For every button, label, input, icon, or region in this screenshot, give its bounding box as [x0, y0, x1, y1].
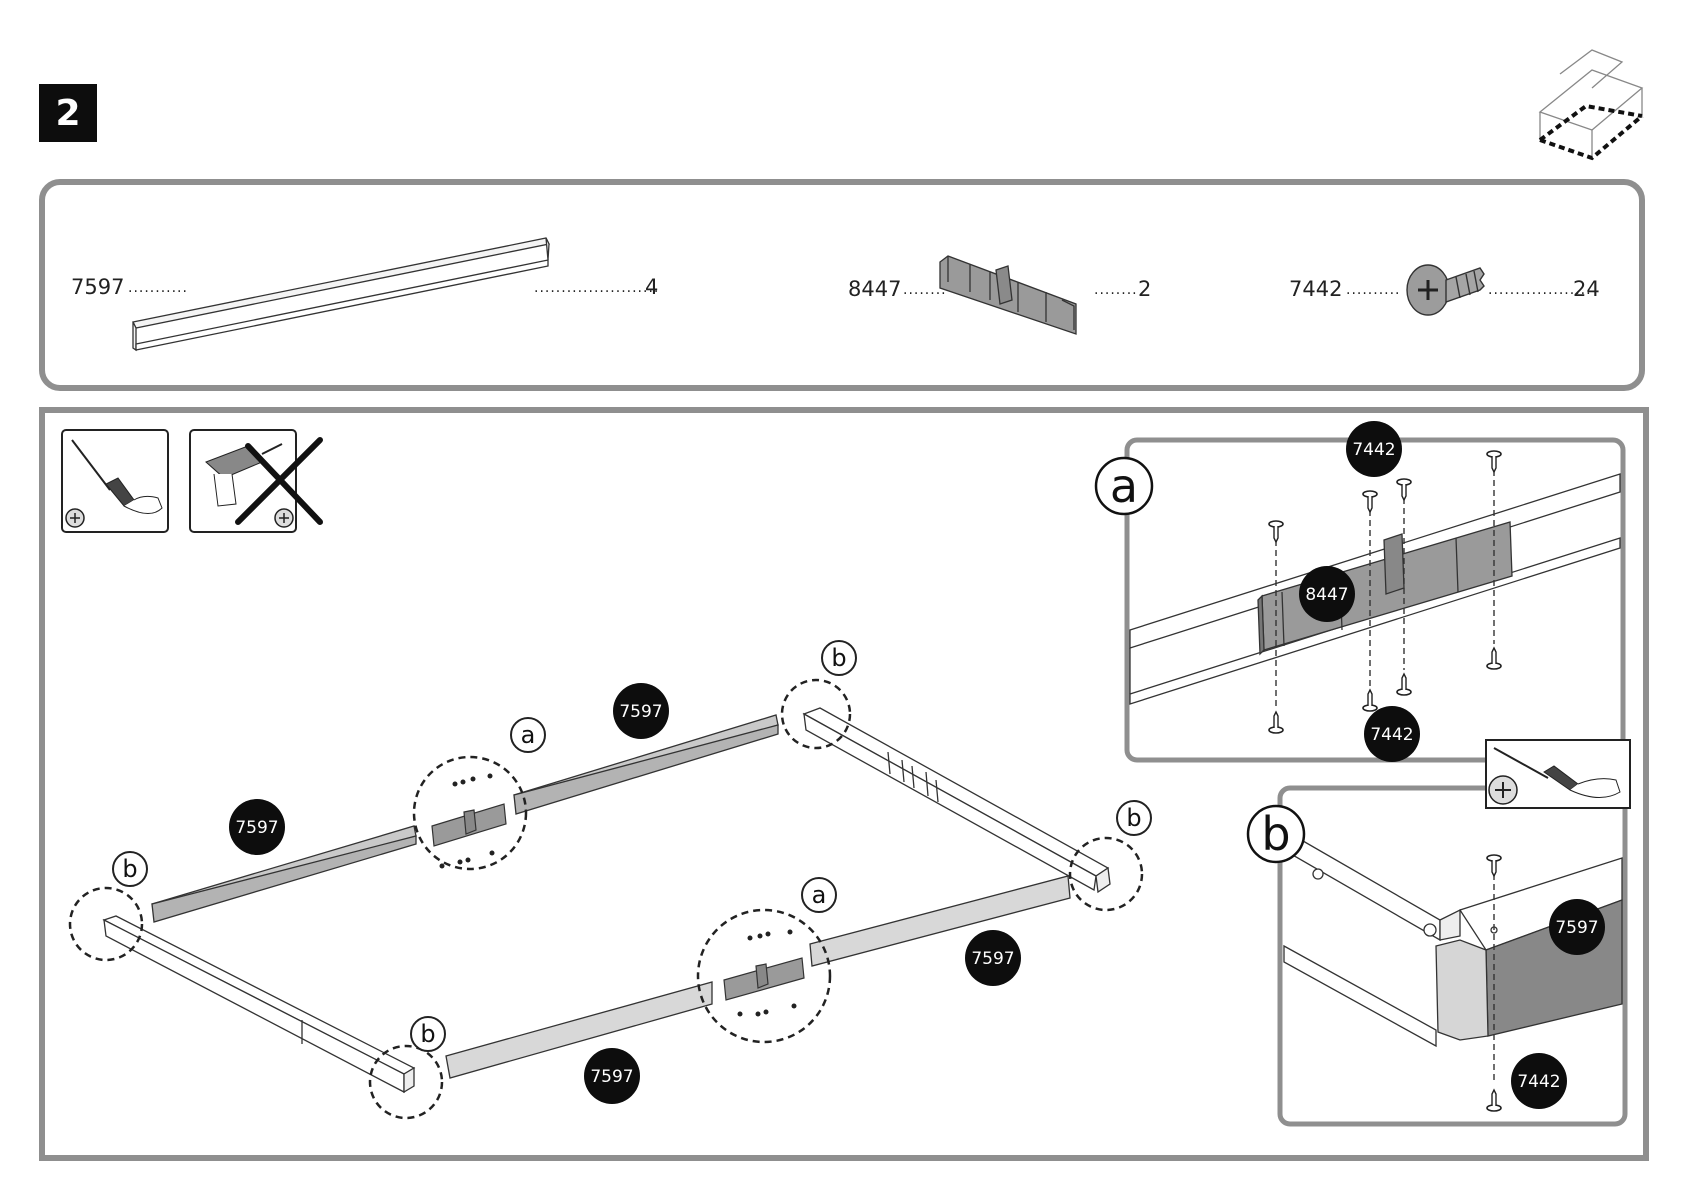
- rail-top-left: [152, 826, 416, 922]
- callout-detail-b-screw: 7442: [1511, 1053, 1567, 1109]
- svg-text:a: a: [1110, 459, 1138, 513]
- detail-a-letter: a: [1096, 458, 1152, 514]
- svg-text:8447: 8447: [1305, 585, 1348, 605]
- svg-text:7597: 7597: [619, 702, 662, 722]
- callout-detail-a-screw-bottom: 7442: [1364, 706, 1420, 762]
- svg-text:7597: 7597: [590, 1067, 633, 1087]
- screw-7442-illustration: [1407, 265, 1484, 315]
- letter-b-marker-right: b: [1117, 801, 1151, 835]
- detail-b-screwdriver-icon: [1486, 740, 1630, 808]
- part-7597-qty: 4: [645, 275, 658, 299]
- rail-bottom-right: [810, 876, 1070, 966]
- rail-right-side: [804, 708, 1110, 892]
- svg-text:7597: 7597: [235, 818, 278, 838]
- svg-text:7597: 7597: [1555, 918, 1598, 938]
- svg-text:7442: 7442: [1352, 440, 1395, 460]
- letter-a-marker-bottom: a: [802, 878, 836, 912]
- svg-text:b: b: [1126, 804, 1141, 832]
- connector-a-top: [432, 804, 506, 846]
- svg-text:a: a: [521, 721, 536, 749]
- svg-text:b: b: [122, 855, 137, 883]
- screwdriver-allowed-icon: [62, 430, 168, 532]
- letter-b-marker-bottom: b: [411, 1017, 445, 1051]
- part-7597-leader-right: .......................: [534, 280, 659, 296]
- part-7442-leader-left: ..........: [1346, 282, 1401, 298]
- svg-text:b: b: [1261, 807, 1290, 861]
- callout-detail-a-connector: 8447: [1299, 566, 1355, 622]
- callout-rail-top-right: 7597: [613, 683, 669, 739]
- parts-panel: [42, 182, 1642, 388]
- rail-7597-illustration: [133, 238, 549, 350]
- svg-text:b: b: [420, 1020, 435, 1048]
- letter-a-marker-top: a: [511, 718, 545, 752]
- letter-b-marker-top-right: b: [822, 641, 856, 675]
- part-8447-qty: 2: [1138, 277, 1151, 301]
- svg-text:7442: 7442: [1370, 725, 1413, 745]
- rail-left-side: [104, 916, 414, 1092]
- callout-detail-a-screw-top: 7442: [1346, 421, 1402, 477]
- part-7597-label: 7597: [71, 275, 124, 299]
- part-8447-leader-right: ........: [1094, 282, 1138, 298]
- callout-detail-b-rail: 7597: [1549, 899, 1605, 955]
- svg-text:b: b: [831, 644, 846, 672]
- svg-text:7597: 7597: [971, 949, 1014, 969]
- letter-b-marker-left: b: [113, 852, 147, 886]
- part-8447-label: 8447: [848, 277, 901, 301]
- part-7442-qty: 24: [1573, 277, 1600, 301]
- connector-8447-illustration: [940, 256, 1076, 334]
- detail-b-letter: b: [1248, 806, 1304, 862]
- callout-rail-bottom-left: 7597: [584, 1048, 640, 1104]
- part-7597-leader-left: ...........: [128, 280, 188, 296]
- connector-a-bottom: [724, 958, 804, 1000]
- callout-rail-top-left: 7597: [229, 799, 285, 855]
- svg-text:a: a: [812, 881, 827, 909]
- part-7442-label: 7442: [1289, 277, 1342, 301]
- power-drill-not-allowed-icon: [190, 430, 320, 532]
- svg-text:7442: 7442: [1517, 1072, 1560, 1092]
- greenhouse-overview-icon: [1540, 50, 1642, 158]
- rail-bottom-left: [446, 982, 712, 1078]
- callout-rail-bottom-right: 7597: [965, 930, 1021, 986]
